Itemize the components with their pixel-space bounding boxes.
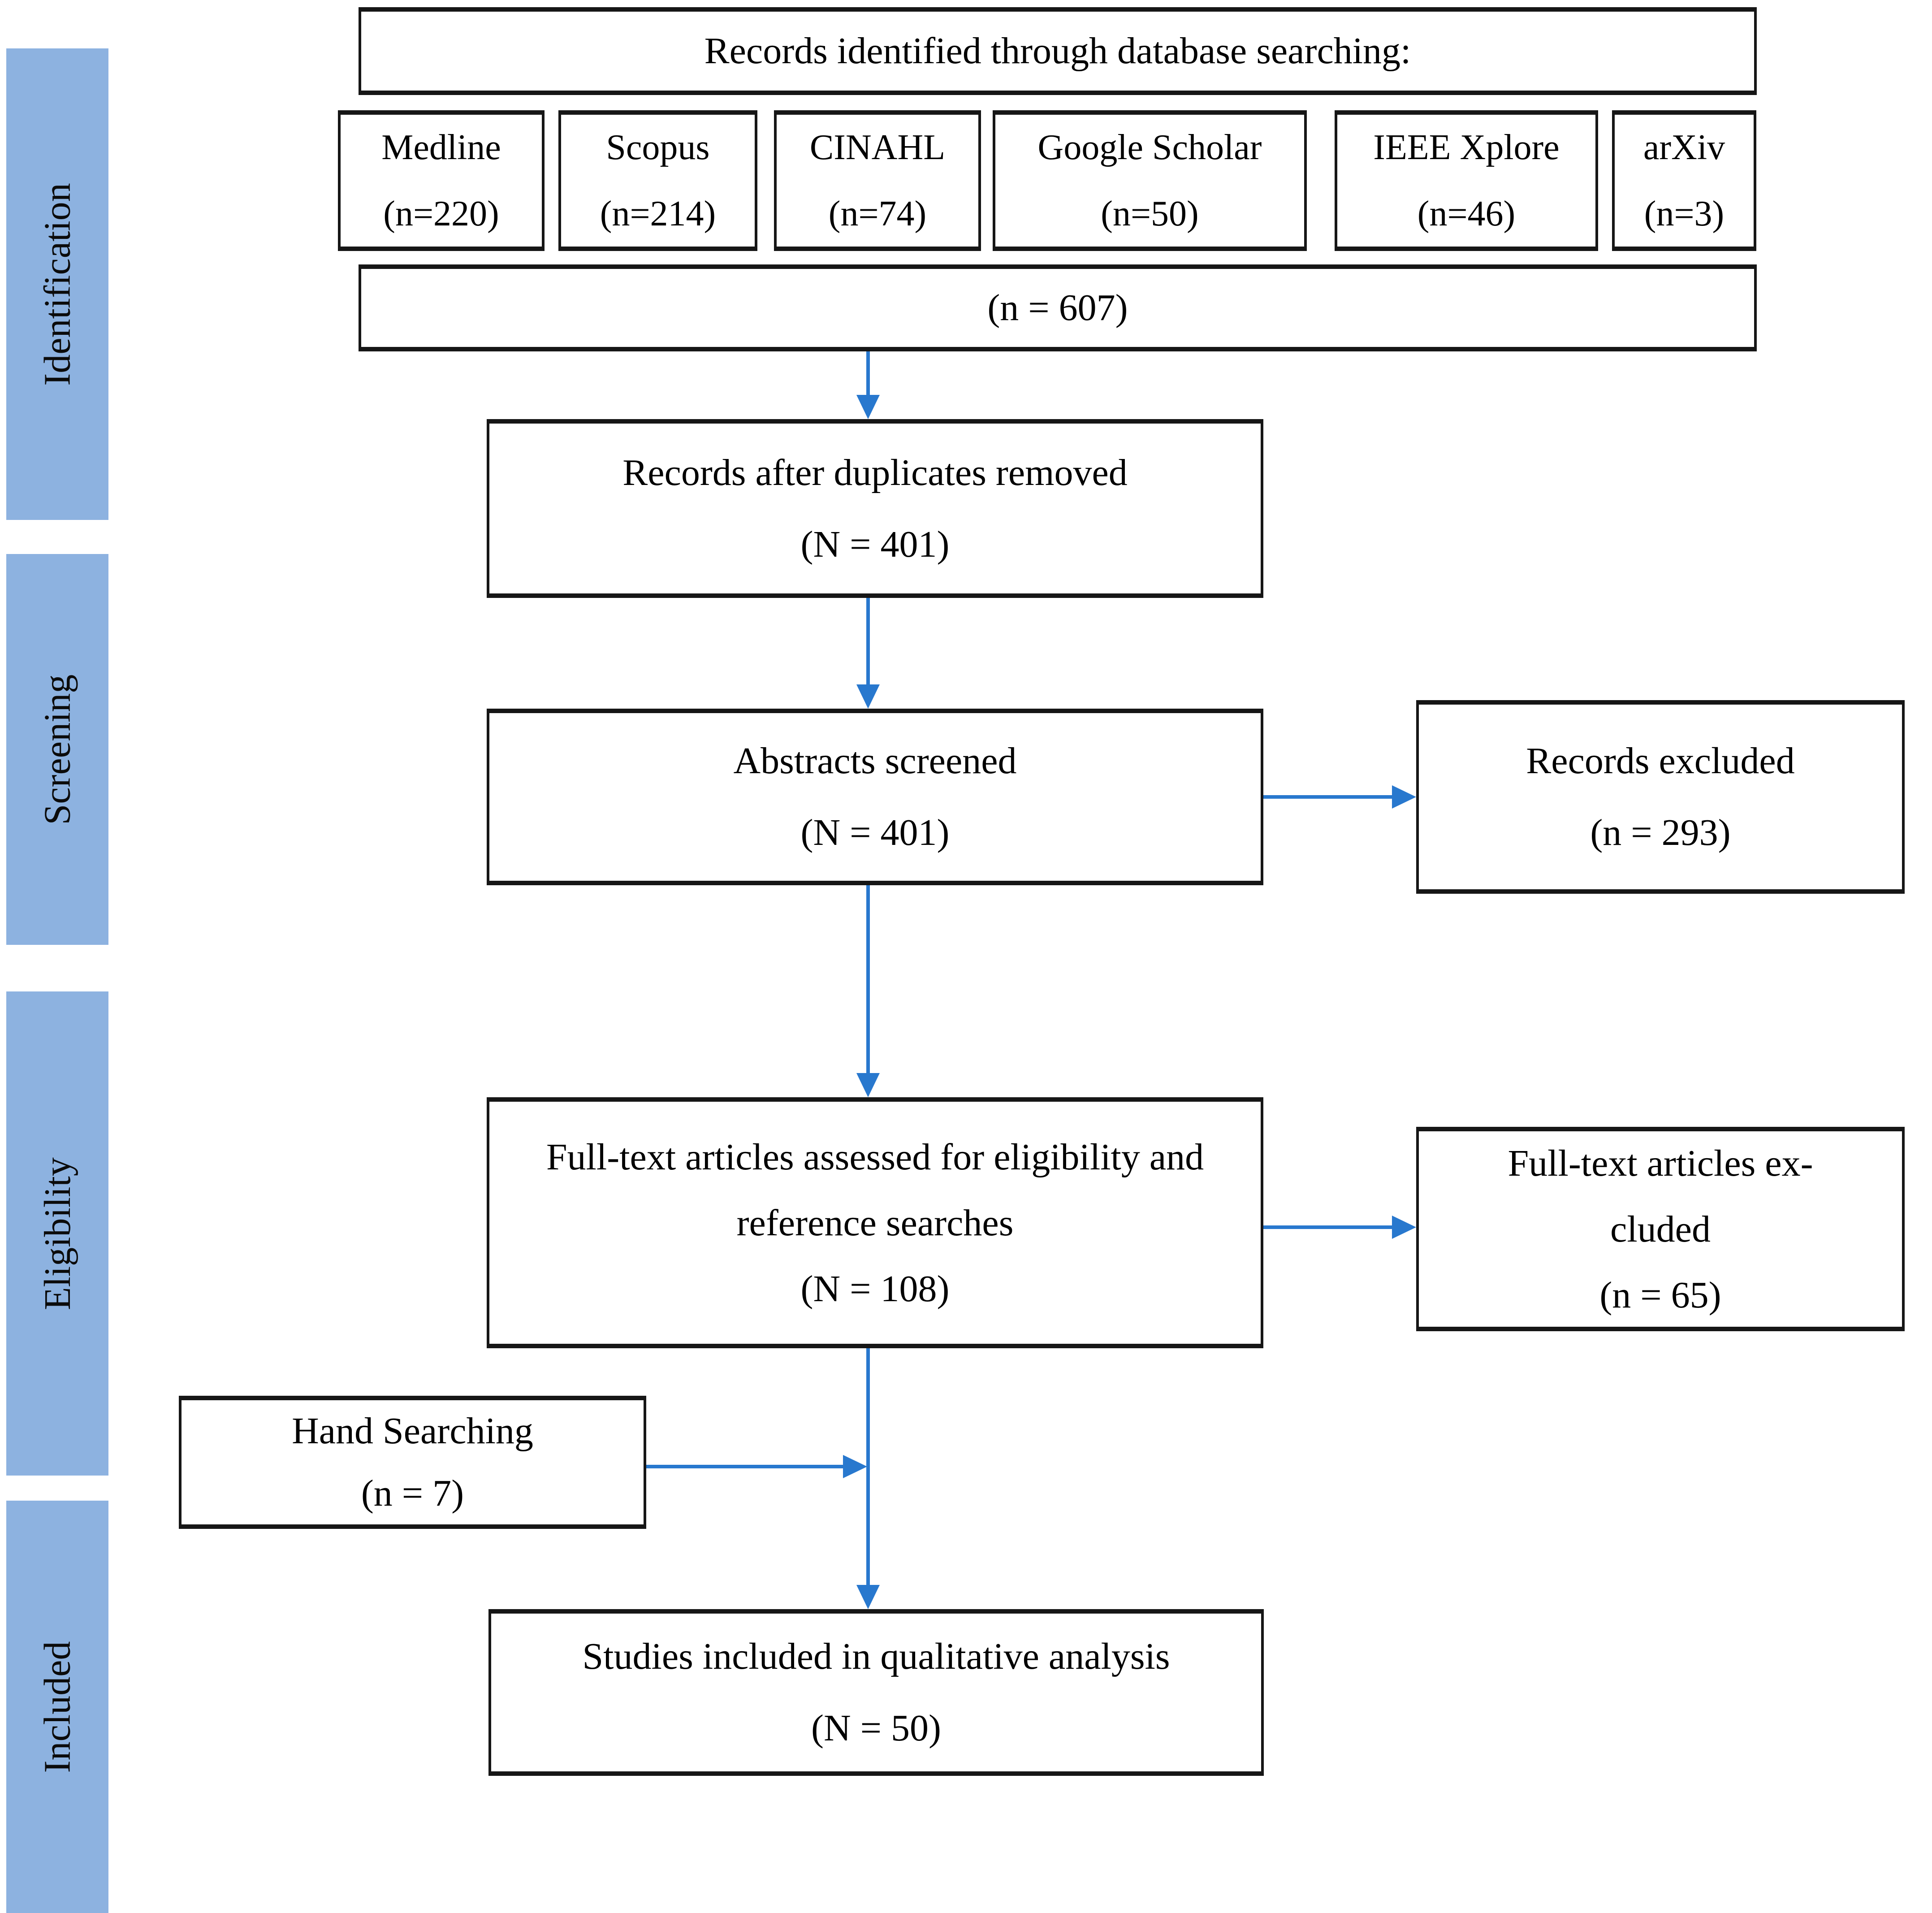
fulltext-excluded-line1: Full-text articles ex- [1508, 1142, 1813, 1184]
arrow-abstracts-to-fulltext-head [856, 1073, 880, 1097]
stage-label-included: Included [36, 1641, 78, 1773]
stage-screening: Screening [6, 554, 108, 945]
box-studies-included: Studies included in qualitative analysis… [488, 1609, 1264, 1776]
stage-label-identification: Identification [36, 182, 78, 386]
box-duplicates-removed: Records after duplicates removed (N = 40… [487, 419, 1263, 598]
arrow-handsearch-to-flow-shaft [646, 1465, 844, 1468]
box-fulltext-assessed: Full-text articles assessed for eligibil… [487, 1097, 1263, 1348]
db-name: arXiv [1643, 128, 1725, 167]
arrow-fulltext-to-included-head [856, 1585, 880, 1609]
abstracts-line1: Abstracts screened [733, 740, 1017, 782]
arrow-fulltext-to-included-shaft [866, 1348, 870, 1586]
db-count: (n=220) [383, 194, 499, 234]
db-count: (n=46) [1417, 194, 1516, 234]
stage-eligibility: Eligibility [6, 991, 108, 1476]
stage-label-eligibility: Eligibility [36, 1157, 78, 1310]
abstracts-line2: (N = 401) [800, 812, 950, 853]
db-name: CINAHL [809, 128, 946, 167]
box-records-identified: Records identified through database sear… [359, 7, 1757, 95]
box-db-arxiv: arXiv (n=3) [1612, 110, 1756, 251]
box-abstracts-screened: Abstracts screened (N = 401) [487, 709, 1263, 885]
box-db-cinahl: CINAHL (n=74) [774, 110, 981, 251]
arrow-abstracts-to-excluded-shaft [1263, 795, 1394, 799]
fulltext-excluded-line2: cluded [1610, 1208, 1711, 1250]
db-name: Medline [381, 128, 501, 167]
arrow-total-to-duplicates-shaft [866, 351, 870, 396]
box-db-ieee-xplore: IEEE Xplore (n=46) [1335, 110, 1598, 251]
box-fulltext-excluded: Full-text articles ex- cluded (n = 65) [1416, 1127, 1905, 1331]
fulltext-line1: Full-text articles assessed for eligibil… [546, 1136, 1204, 1178]
arrow-abstracts-to-excluded-head [1392, 785, 1416, 809]
arrow-duplicates-to-abstracts-shaft [866, 598, 870, 685]
box-db-scopus: Scopus (n=214) [558, 110, 757, 251]
box-db-google-scholar: Google Scholar (n=50) [993, 110, 1307, 251]
fulltext-excluded-line3: (n = 65) [1599, 1274, 1721, 1316]
box-hand-searching: Hand Searching (n = 7) [179, 1396, 646, 1529]
duplicates-line1: Records after duplicates removed [622, 451, 1128, 493]
arrow-duplicates-to-abstracts-head [856, 684, 880, 709]
stage-included: Included [6, 1501, 108, 1913]
fulltext-line2: reference searches [736, 1202, 1014, 1244]
box-db-medline: Medline (n=220) [338, 110, 545, 251]
studies-included-line1: Studies included in qualitative analysis [582, 1636, 1170, 1678]
records-excluded-line1: Records excluded [1526, 740, 1795, 782]
box-total-records: (n = 607) [359, 264, 1757, 351]
db-name: Google Scholar [1037, 128, 1262, 167]
fulltext-line3: (N = 108) [800, 1268, 950, 1310]
hand-searching-line2: (n = 7) [361, 1472, 464, 1514]
total-records-count: (n = 607) [987, 287, 1128, 329]
db-name: Scopus [606, 128, 710, 167]
db-count: (n=214) [600, 194, 716, 234]
stage-label-screening: Screening [36, 674, 78, 825]
arrow-fulltext-to-excluded-head [1392, 1216, 1416, 1239]
duplicates-line2: (N = 401) [800, 523, 950, 565]
arrow-total-to-duplicates-head [856, 395, 880, 419]
db-count: (n=3) [1644, 194, 1725, 234]
hand-searching-line1: Hand Searching [292, 1410, 533, 1452]
arrow-handsearch-to-flow-head [843, 1455, 867, 1478]
stage-identification: Identification [6, 48, 108, 520]
db-name: IEEE Xplore [1373, 128, 1560, 167]
arrow-fulltext-to-excluded-shaft [1263, 1225, 1394, 1229]
studies-included-line2: (N = 50) [811, 1707, 941, 1749]
box-records-excluded: Records excluded (n = 293) [1416, 700, 1905, 894]
db-count: (n=50) [1101, 194, 1199, 234]
records-excluded-line2: (n = 293) [1590, 812, 1731, 853]
records-identified-title: Records identified through database sear… [704, 30, 1411, 72]
arrow-abstracts-to-fulltext-shaft [866, 885, 870, 1074]
db-count: (n=74) [828, 194, 927, 234]
